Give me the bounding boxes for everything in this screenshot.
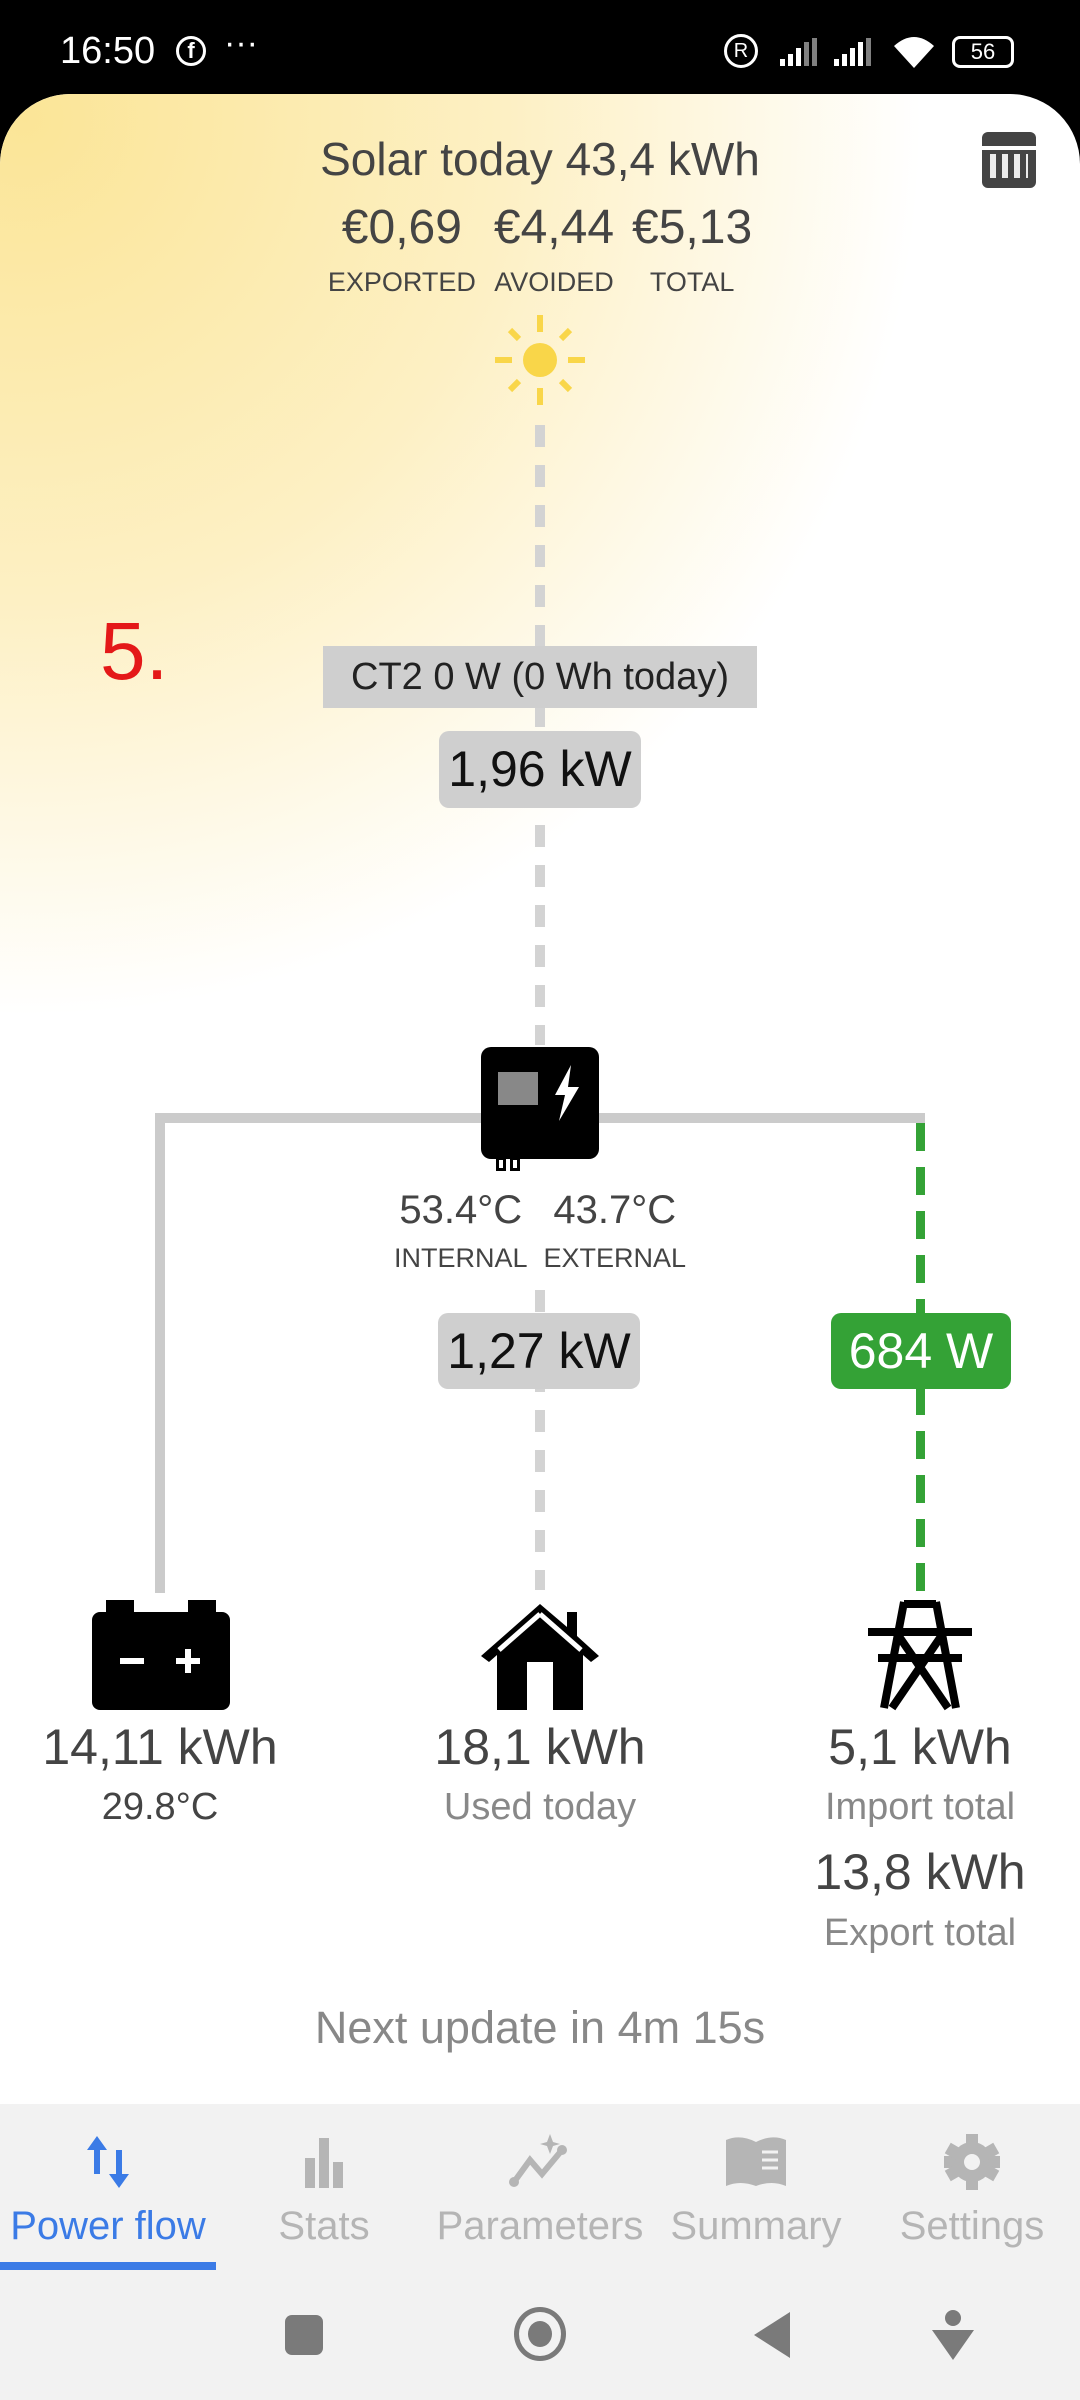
grid-export-energy: 13,8 kWh — [814, 1844, 1026, 1900]
tab-settings[interactable]: Settings — [864, 2134, 1080, 2249]
battery-temp: 29.8°C — [101, 1786, 219, 1828]
battery-icon[interactable] — [92, 1600, 230, 1710]
battery-energy: 14,11 kWh — [42, 1719, 278, 1775]
transmission-tower-icon[interactable] — [864, 1598, 976, 1712]
tab-label: Power flow — [10, 2204, 206, 2248]
solar-power-badge: 1,96 kW — [439, 731, 641, 808]
recents-button[interactable] — [285, 2315, 323, 2355]
grid-export-label: Export total — [823, 1912, 1017, 1954]
gear-icon — [944, 2134, 1000, 2190]
swap-vertical-icon — [87, 2136, 129, 2188]
calendar-icon[interactable] — [982, 132, 1036, 188]
avoided-value: €4,44 — [493, 201, 615, 254]
avoided-label: AVOIDED — [494, 267, 614, 297]
sun-icon — [495, 315, 585, 405]
assistant-button[interactable] — [930, 2310, 976, 2360]
book-icon — [726, 2137, 786, 2186]
annotation-label: 5. — [100, 606, 169, 697]
lightning-icon — [555, 1065, 579, 1121]
active-tab-indicator — [0, 2262, 216, 2270]
signal-icon-2 — [834, 38, 871, 66]
signal-icon — [780, 38, 817, 66]
house-icon[interactable] — [477, 1600, 603, 1712]
tab-stats[interactable]: Stats — [216, 2134, 432, 2249]
home-energy: 18,1 kWh — [434, 1719, 646, 1775]
tab-parameters[interactable]: Parameters — [432, 2134, 648, 2249]
tab-summary[interactable]: Summary — [648, 2134, 864, 2249]
home-button[interactable] — [514, 2307, 566, 2361]
inverter-internal-temp: 53.4°C — [399, 1188, 523, 1232]
clock: 16:50 — [60, 30, 156, 72]
grid-power-badge: 684 W — [831, 1313, 1011, 1389]
external-label: EXTERNAL — [543, 1243, 687, 1273]
wifi-icon — [894, 37, 934, 68]
battery-flow-line — [155, 1113, 165, 1593]
grid-import-energy: 5,1 kWh — [828, 1719, 1012, 1775]
total-value: €5,13 — [632, 201, 753, 254]
tab-label: Stats — [278, 2204, 370, 2248]
exported-value: €0,69 — [341, 201, 462, 254]
ct2-label: CT2 0 W (0 Wh today) — [323, 646, 757, 708]
next-update-text: Next update in 4m 15s — [314, 2002, 766, 2053]
internal-label: INTERNAL — [393, 1243, 528, 1273]
home-label: Used today — [443, 1786, 637, 1828]
exported-label: EXPORTED — [327, 267, 476, 297]
back-button[interactable] — [754, 2312, 790, 2358]
trending-sparkle-icon — [509, 2134, 567, 2187]
status-bar: 16:50 f ··· R 56 — [0, 0, 1080, 96]
total-label: TOTAL — [649, 267, 735, 297]
facebook-icon: f — [176, 36, 206, 66]
grid-import-label: Import total — [824, 1786, 1016, 1828]
battery-icon: 56 — [952, 36, 1014, 68]
tab-label: Parameters — [436, 2204, 644, 2248]
tab-label: Summary — [670, 2204, 842, 2248]
roaming-icon: R — [724, 34, 758, 68]
more-notifications-icon: ··· — [224, 24, 258, 62]
tab-label: Settings — [899, 2204, 1045, 2248]
bar-chart-icon — [305, 2138, 343, 2188]
inverter-external-temp: 43.7°C — [553, 1188, 677, 1232]
inverter-icon[interactable] — [481, 1047, 599, 1171]
inverter-temps: 53.4°C INTERNAL 43.7°C EXTERNAL — [394, 1188, 686, 1274]
solar-today: Solar today 43,4 kWh — [320, 133, 760, 185]
home-power-badge: 1,27 kW — [438, 1313, 640, 1389]
tab-power-flow[interactable]: Power flow — [0, 2134, 216, 2249]
home-flow-line — [535, 1290, 545, 1590]
